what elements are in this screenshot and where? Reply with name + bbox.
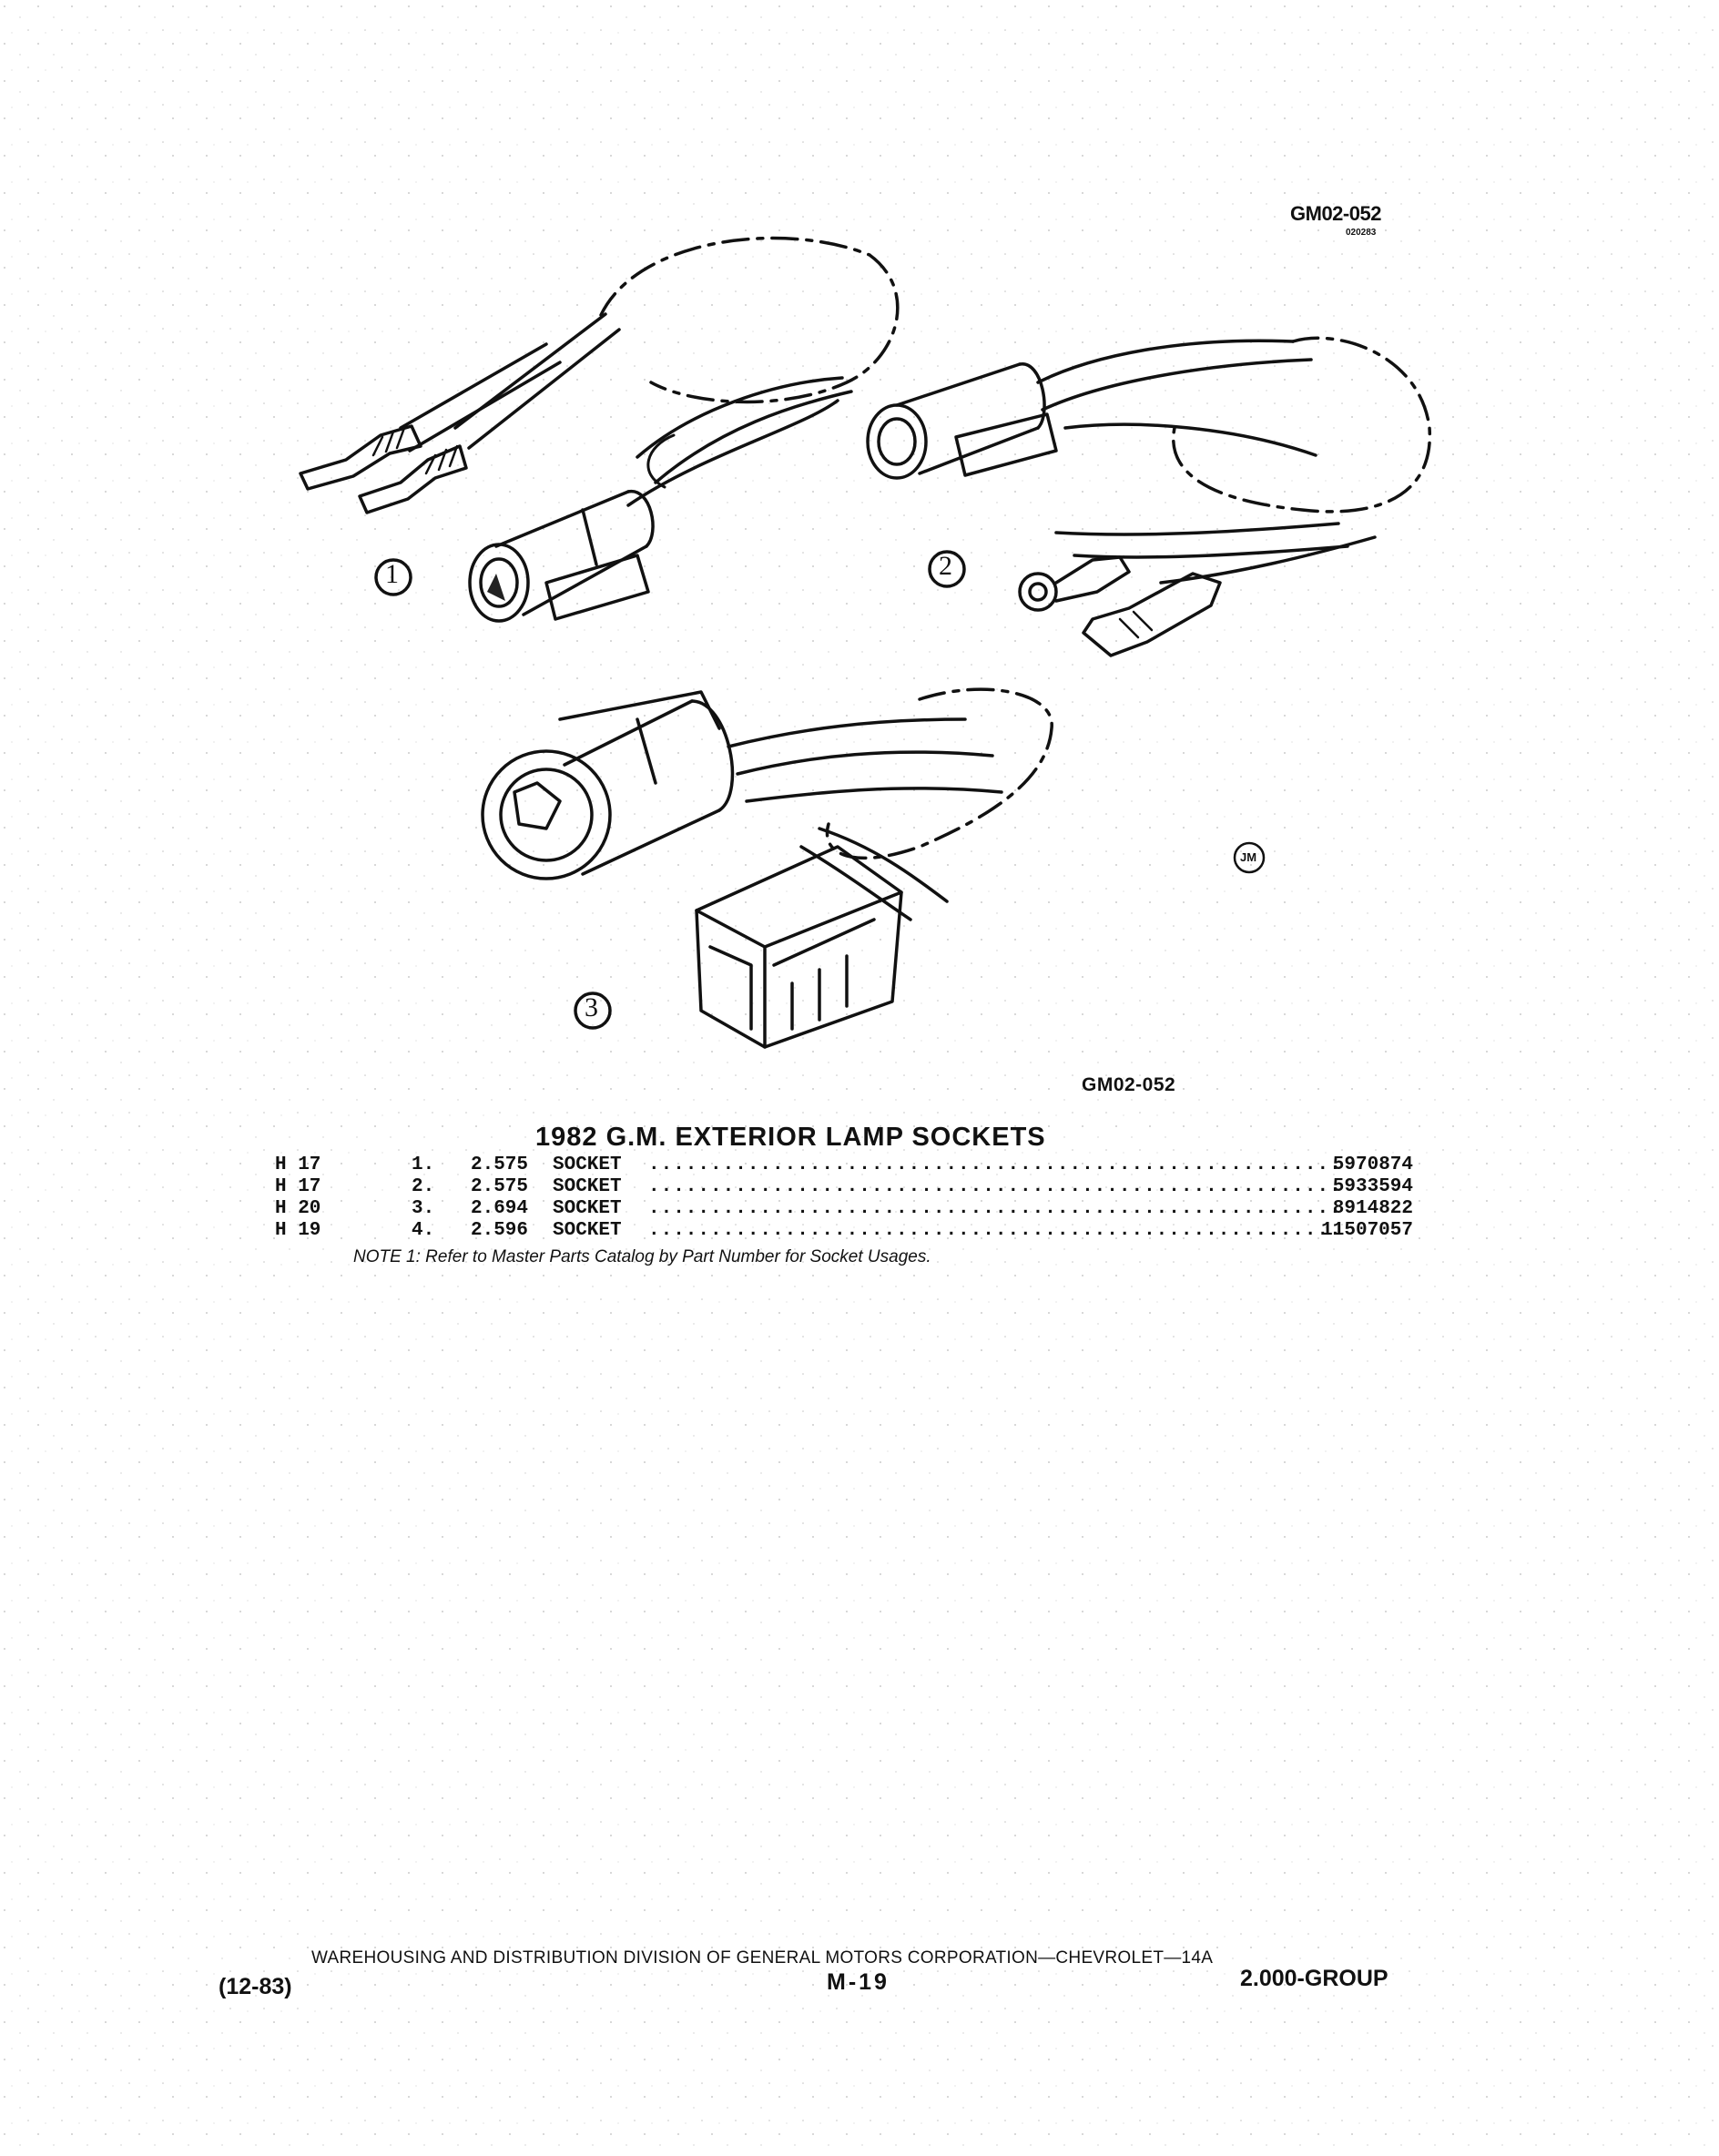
part-number: 5933594: [1332, 1176, 1413, 1197]
callout-2-circle: [928, 550, 966, 588]
leader-dots: ........................................…: [648, 1176, 1342, 1197]
leader-dots: ........................................…: [648, 1154, 1342, 1175]
callout-2: 2: [939, 551, 952, 581]
item-number: 2.: [412, 1176, 435, 1197]
item-number: 3.: [412, 1198, 435, 1219]
ref-code: H 20: [275, 1198, 321, 1219]
socket-3-drawing: [481, 687, 1053, 1049]
part-name: SOCKET: [553, 1198, 622, 1219]
part-number: 8914822: [1332, 1198, 1413, 1219]
part-name: SOCKET: [553, 1154, 622, 1175]
item-number: 4.: [412, 1220, 435, 1241]
table-row: H 17 2. 2.575 SOCKET ...................…: [275, 1176, 1413, 1198]
group-number: 2.575: [471, 1154, 529, 1175]
part-name: SOCKET: [553, 1220, 622, 1241]
group-number: 2.596: [471, 1220, 529, 1241]
socket-1-drawing: [299, 236, 900, 623]
drawing-subcode: 020283: [1346, 228, 1377, 238]
group-number: 2.575: [471, 1176, 529, 1197]
part-number: 5970874: [1332, 1154, 1413, 1175]
drawing-code: GM02-052: [1290, 202, 1381, 225]
table-row: H 20 3. 2.694 SOCKET ...................…: [275, 1198, 1413, 1220]
footer-division: WAREHOUSING AND DISTRIBUTION DIVISION OF…: [311, 1948, 1214, 1968]
parts-table: H 17 1. 2.575 SOCKET ...................…: [275, 1154, 1413, 1246]
table-row: H 19 4. 2.596 SOCKET ...................…: [275, 1220, 1413, 1242]
ref-code: H 17: [275, 1154, 321, 1175]
footer-group: 2.000-GROUP: [1240, 1966, 1388, 1991]
leader-dots: ........................................…: [648, 1198, 1342, 1219]
footer-date: (12-83): [219, 1974, 292, 1999]
callout-1: 1: [385, 559, 399, 589]
table-row: H 17 1. 2.575 SOCKET ...................…: [275, 1154, 1413, 1176]
ref-code: H 19: [275, 1220, 321, 1241]
parts-list-title: 1982 G.M. EXTERIOR LAMP SOCKETS: [535, 1123, 1046, 1152]
callout-3-circle: [574, 992, 612, 1030]
figure-code: GM02-052: [1082, 1074, 1176, 1095]
part-name: SOCKET: [553, 1176, 622, 1197]
socket-2-drawing: [866, 336, 1431, 657]
ref-code: H 17: [275, 1176, 321, 1197]
page-number: M-19: [827, 1969, 890, 1995]
item-number: 1.: [412, 1154, 435, 1175]
group-number: 2.694: [471, 1198, 529, 1219]
callout-1-circle: [374, 558, 412, 596]
artist-mark-circle: [1233, 841, 1266, 874]
artist-mark: JM: [1240, 850, 1257, 864]
part-number: 11507057: [1321, 1220, 1413, 1241]
leader-dots: ........................................…: [648, 1220, 1342, 1241]
callout-3: 3: [585, 992, 598, 1022]
usage-note: NOTE 1: Refer to Master Parts Catalog by…: [353, 1247, 931, 1266]
